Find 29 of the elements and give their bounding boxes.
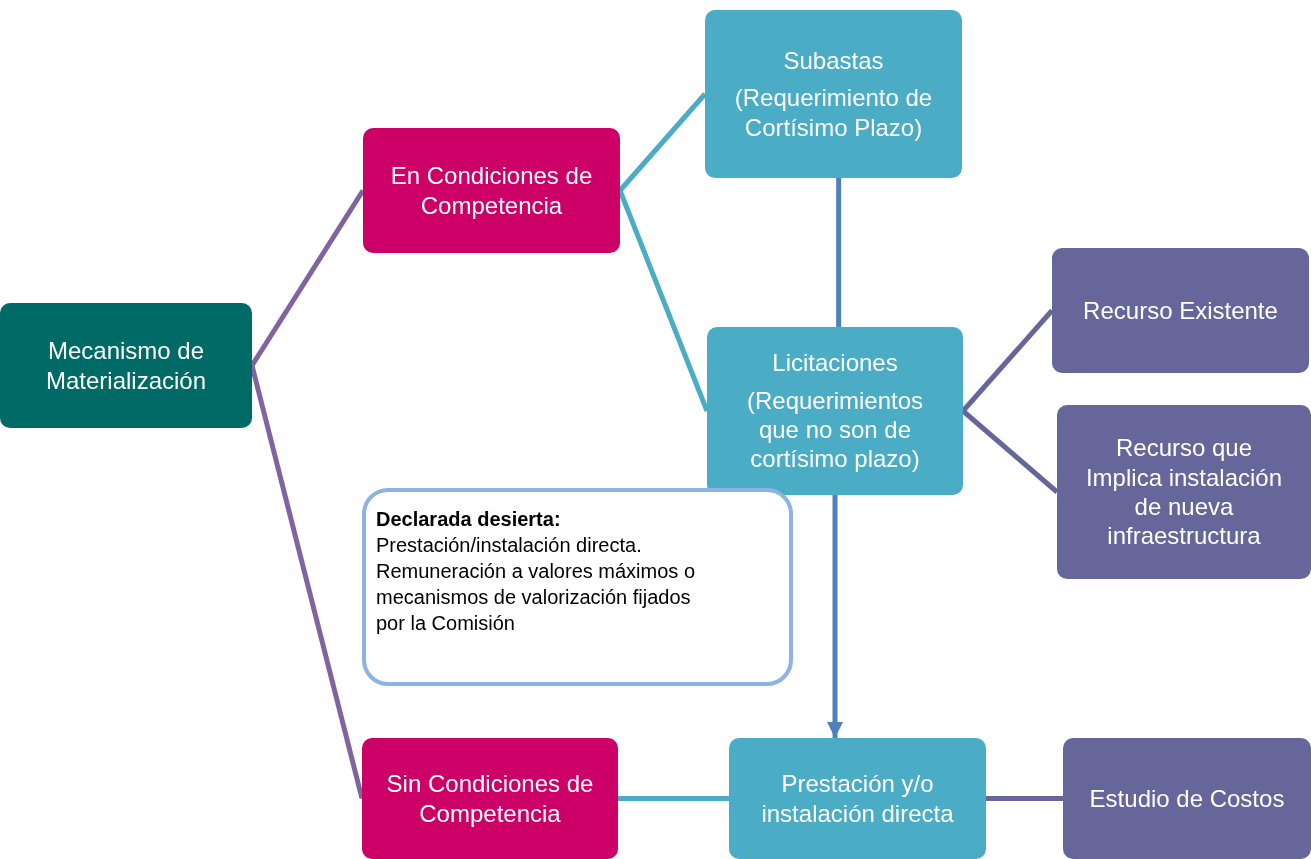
mechanism-box (705, 10, 962, 178)
box-title: Licitaciones (772, 348, 898, 378)
category-box (363, 128, 620, 253)
category-box (362, 738, 618, 859)
box-title: En Condiciones de Competencia (389, 161, 594, 220)
note-text: Declarada desierta: Prestación/instalación directa. Remuneración a valores máximos o mecanismos de valorización fijados por la Comisión (376, 507, 696, 636)
outcome-box (1057, 405, 1311, 579)
mechanism-box (729, 738, 986, 859)
box-subtitle: (Requerimientos que no son de cortísimo plazo) (745, 385, 925, 474)
connector-line (836, 178, 842, 327)
note-box (362, 488, 793, 686)
box-title: Estudio de Costos (1089, 783, 1285, 814)
connector-line (618, 92, 707, 193)
connector-line (961, 308, 1054, 413)
box-title: Sin Condiciones de Competencia (385, 769, 595, 828)
connector-line (961, 409, 1059, 494)
connector-line (986, 796, 1063, 801)
box-title: Subastas (783, 46, 884, 76)
arrow (827, 495, 843, 738)
box-title: Recurso Existente (1083, 295, 1278, 326)
box-title: Mecanismo de Materialización (44, 336, 208, 395)
connector-line (618, 796, 729, 801)
box-subtitle: (Requerimiento de Cortísimo Plazo) (733, 83, 934, 142)
mechanism-box (707, 327, 963, 495)
root-box (0, 303, 252, 428)
box-title: Recurso que Implica instalación de nueva infraestructura (1084, 433, 1284, 551)
outcome-box (1052, 248, 1309, 373)
outcome-box (1063, 738, 1311, 859)
box-title: Prestación y/o instalación directa (760, 769, 955, 828)
